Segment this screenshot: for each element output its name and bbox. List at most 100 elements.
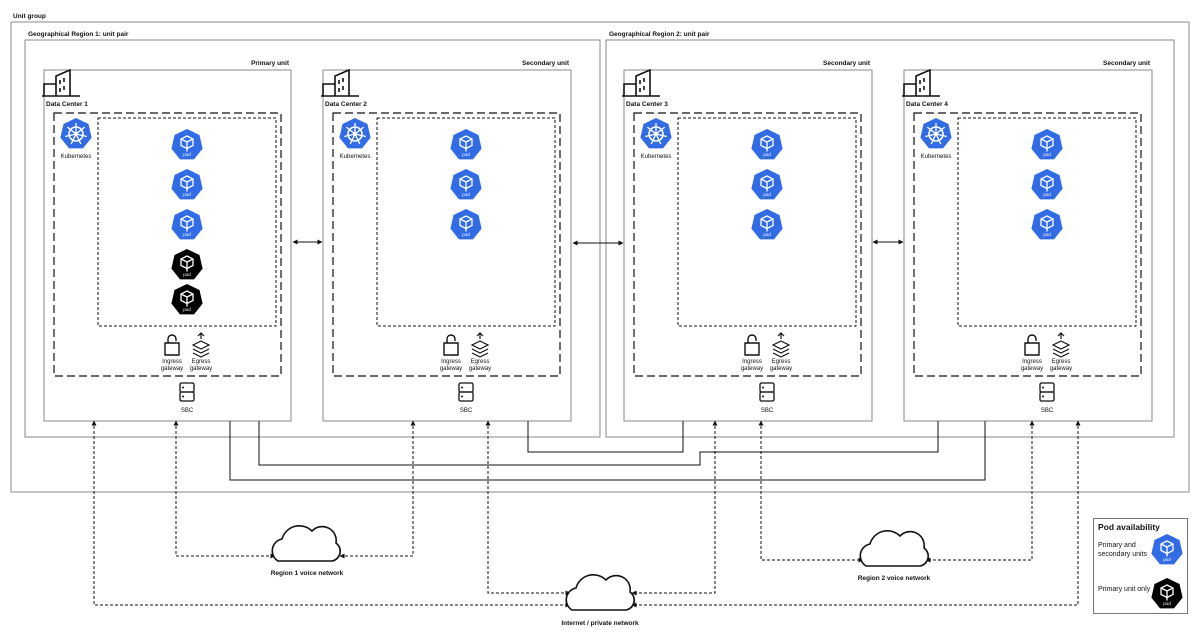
kubernetes-label: Kubernetes <box>340 154 371 160</box>
unit-role-label: Secondary unit <box>823 60 871 67</box>
sbc-label: SBC <box>460 408 473 414</box>
legend-pod-black-icon: pod <box>1151 578 1183 609</box>
kubernetes-cluster-boundary <box>633 112 862 377</box>
unit-group-box <box>10 21 1190 493</box>
region-2-label: Geographical Region 2: unit pair <box>609 31 710 38</box>
pod-label: pod <box>763 152 771 157</box>
legend-primary-secondary-label: Primary and secondary units <box>1098 542 1148 558</box>
kubernetes-cluster-boundary <box>913 112 1142 377</box>
kubernetes-label: Kubernetes <box>921 154 952 160</box>
pod-icon: pod <box>171 129 203 160</box>
kubernetes-cluster-boundary <box>332 112 561 377</box>
svg-text:pod: pod <box>1163 557 1171 562</box>
egress-layers-icon <box>1051 332 1071 358</box>
svg-text:pod: pod <box>1163 601 1171 606</box>
ingress-lock-icon <box>164 334 180 356</box>
ingress-label: Ingress <box>441 359 461 365</box>
pod-icon: pod <box>450 209 482 240</box>
pod-label: pod <box>462 232 470 237</box>
pod-icon: pod <box>751 129 783 160</box>
sbc-label: SBC <box>761 408 774 414</box>
internet-network-cloud-icon <box>565 574 635 611</box>
dc2-region1-link <box>339 420 416 559</box>
pod-icon: pod <box>1031 209 1063 240</box>
ingress-lock-icon <box>443 334 459 356</box>
pod-icon: pod <box>751 169 783 200</box>
pod-area-boundary <box>376 117 556 327</box>
ingress-lock-icon <box>744 334 760 356</box>
pod-label: pod <box>462 192 470 197</box>
egress-gateway-label: gateway <box>469 366 491 372</box>
ingress-lock-icon <box>1024 334 1040 356</box>
unit-role-label: Primary unit <box>251 60 290 67</box>
pod-icon: pod <box>171 169 203 200</box>
region-1-box <box>24 39 601 438</box>
pod-label: pod <box>763 232 771 237</box>
ingress-gateway-label: gateway <box>440 366 462 372</box>
egress-label: Egress <box>1052 359 1071 365</box>
data-center-label: Data Center 1 <box>46 101 88 108</box>
dc3-region2-link <box>758 420 864 563</box>
legend-pod-blue-icon: pod <box>1151 534 1183 565</box>
pod-label: pod <box>763 192 771 197</box>
egress-gateway-label: gateway <box>1050 366 1072 372</box>
legend-title: Pod availability <box>1098 522 1160 532</box>
ingress-label: Ingress <box>162 359 182 365</box>
pod-area-boundary <box>97 117 277 327</box>
dc2-dc4-solid-link <box>258 421 939 466</box>
pod-label: pod <box>183 192 191 197</box>
dc1-region1-link <box>173 420 276 559</box>
kubernetes-icon <box>640 118 672 149</box>
sbc-label: SBC <box>181 408 194 414</box>
unit-group-label: Unit group <box>13 13 46 20</box>
egress-gateway-label: gateway <box>770 366 792 372</box>
pod-icon: pod <box>171 284 203 315</box>
egress-label: Egress <box>471 359 490 365</box>
data-center-label: Data Center 4 <box>906 101 948 108</box>
kubernetes-icon <box>920 118 952 149</box>
kubernetes-icon <box>60 118 92 149</box>
region-1-network-label: Region 1 voice network <box>271 570 344 577</box>
egress-gateway-label: gateway <box>190 366 212 372</box>
sbc-label: SBC <box>1041 408 1054 414</box>
egress-layers-icon <box>771 332 791 358</box>
dc3-internet-link <box>631 420 718 596</box>
pod-label: pod <box>1043 232 1051 237</box>
region-2-box <box>605 39 1175 438</box>
kubernetes-label: Kubernetes <box>641 154 672 160</box>
egress-label: Egress <box>192 359 211 365</box>
data-center-label: Data Center 3 <box>626 101 668 108</box>
kubernetes-icon <box>339 118 371 149</box>
ingress-gateway-label: gateway <box>1021 366 1043 372</box>
region-2-network-label: Region 2 voice network <box>858 575 931 582</box>
pod-label: pod <box>1043 152 1051 157</box>
egress-layers-icon <box>191 332 211 358</box>
pod-label: pod <box>183 232 191 237</box>
dc1-dc4-solid-link <box>229 421 986 481</box>
ingress-gateway-label: gateway <box>741 366 763 372</box>
pod-label: pod <box>183 272 191 277</box>
legend-primary-only-label: Primary unit only <box>1098 586 1151 593</box>
pod-label: pod <box>183 152 191 157</box>
internet-network-label: Internet / private network <box>561 620 639 627</box>
region-1-label: Geographical Region 1: unit pair <box>28 31 129 38</box>
egress-label: Egress <box>772 359 791 365</box>
dc4-internet-link <box>631 420 1081 608</box>
data-center-building-icon <box>42 68 80 97</box>
pod-area-boundary <box>677 117 857 327</box>
pod-availability-legend: Pod availability Primary and secondary u… <box>1093 518 1188 614</box>
pod-label: pod <box>1043 192 1051 197</box>
egress-layers-icon <box>470 332 490 358</box>
dc4-region2-link <box>925 420 1035 563</box>
kubernetes-label: Kubernetes <box>61 154 92 160</box>
ingress-gateway-label: gateway <box>161 366 183 372</box>
ingress-label: Ingress <box>742 359 762 365</box>
pod-icon: pod <box>1031 169 1063 200</box>
data-center-building-icon <box>321 68 359 97</box>
pod-area-boundary <box>957 117 1137 327</box>
